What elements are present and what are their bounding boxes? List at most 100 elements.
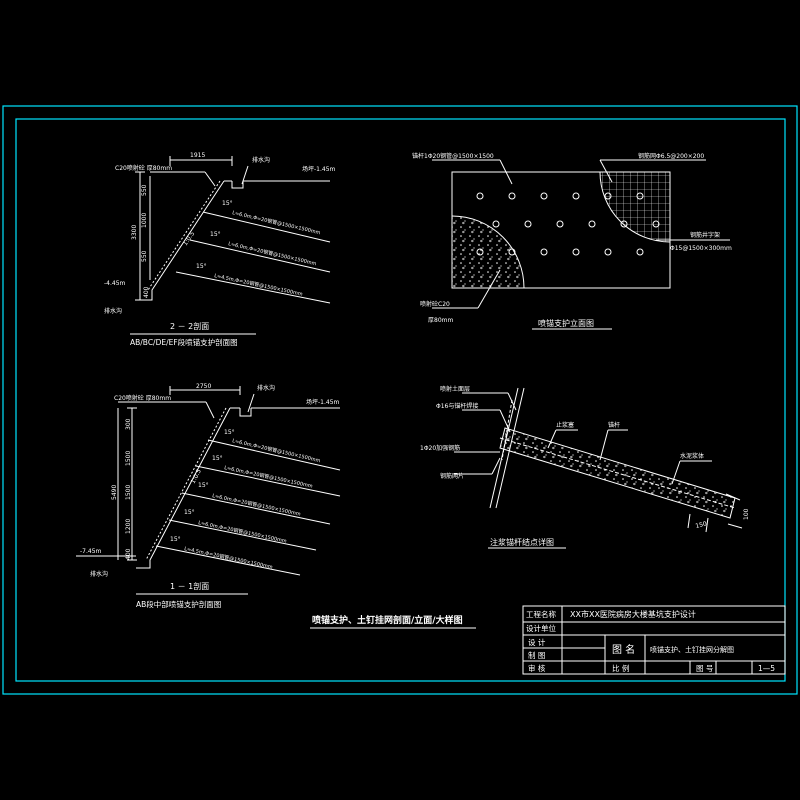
anchor-head — [604, 192, 612, 200]
s11-angle-2: 15° — [212, 455, 223, 462]
anchor-bar — [499, 437, 736, 509]
tb-number-label: 图 号 — [696, 664, 713, 673]
s22-subtitle: AB/BC/DE/EF段喷锚支护剖面图 — [130, 337, 238, 347]
title-block — [522, 605, 786, 675]
s22-toe-dim: 400 — [143, 286, 150, 298]
s11-nail-3: L=6.0m,Φ=20钢管@1500×1500mm — [212, 492, 302, 518]
drawing-title: 喷锚支护、土钉挂网剖面/立面/大样图 — [312, 614, 463, 626]
s22-toe-label: 排水沟 — [104, 307, 122, 315]
tb-drawing-name: 喷锚支护、土钉挂网分解图 — [650, 645, 734, 654]
tb-row-design: 设 计 — [528, 637, 546, 647]
tb-project-label: 工程名称 — [526, 609, 556, 619]
elev-bottom-note-1: 喷射砼C20 — [420, 300, 450, 308]
s11-width-dim: 2750 — [196, 383, 211, 390]
elev-top-right-note: 钢筋网Φ6.5@200×200 — [638, 152, 704, 160]
anchor-head — [540, 192, 548, 200]
shotcrete-zone — [452, 215, 525, 288]
outer-frame — [2, 105, 798, 695]
detail-label-4: 钢筋网片 — [440, 472, 464, 480]
s11-title: 1 － 1剖面 — [170, 581, 209, 591]
s22-total-height: 3300 — [131, 225, 138, 240]
s22-nail-3: L=4.5m,Φ=20钢管@1500×1500mm — [214, 272, 304, 298]
s22-height-1: 550 — [141, 184, 148, 196]
s22-slope: 1:0.5 — [182, 230, 197, 247]
tb-row-draw: 制 图 — [528, 650, 545, 660]
s11-drain-label: 排水沟 — [257, 384, 275, 392]
s11-height-4: 1200 — [125, 519, 132, 534]
s22-bottom-elev: -4.45m — [104, 280, 126, 287]
elev-bottom-note-2: 厚80mm — [428, 317, 453, 324]
s11-angle-3: 15° — [198, 482, 209, 489]
s22-angle-3: 15° — [196, 263, 207, 270]
s11-grade-label: 场坪-1.45m — [306, 398, 340, 406]
s11-angle-1: 15° — [224, 429, 235, 436]
nail-line — [207, 439, 341, 471]
nail-line — [181, 492, 331, 525]
detail-label-3: 1Φ20加强钢筋 — [420, 444, 460, 452]
s11-height-3: 1500 — [125, 485, 132, 500]
drawing-title-group: 喷锚支护、土钉挂网剖面/立面/大样图 — [310, 614, 476, 629]
tb-drawing-name-label: 图 名 — [612, 643, 635, 656]
s22-height-2: 1000 — [141, 213, 148, 228]
slope-face — [144, 180, 225, 301]
nail-line — [155, 545, 301, 576]
tb-row-review: 审 核 — [528, 663, 546, 673]
anchor-head — [476, 248, 484, 256]
s11-angle-5: 15° — [170, 536, 181, 543]
detail-dim-1: 100 — [743, 508, 750, 520]
s11-height-1: 300 — [125, 418, 132, 430]
nail-line — [168, 519, 317, 551]
anchor-head — [572, 248, 580, 256]
nail-line — [189, 239, 331, 273]
mesh-zone — [599, 172, 670, 243]
s22-drain-label: 排水沟 — [252, 156, 270, 164]
s11-nail-2: L=6.0m,Φ=20钢管@1500×1500mm — [224, 464, 314, 490]
s22-title: 2 － 2剖面 — [170, 321, 209, 331]
anchor-head — [604, 248, 612, 256]
anchor-head — [524, 220, 532, 228]
anchor-head — [572, 192, 580, 200]
section-1-1 — [76, 386, 341, 595]
s11-toe-label: 排水沟 — [90, 570, 108, 578]
s22-height-3: 550 — [141, 250, 148, 262]
tb-project-name: XX市XX医院病房大楼基坑支护设计 — [570, 609, 696, 619]
s11-nail-5: L=4.5m,Φ=20钢管@1500×1500mm — [184, 545, 274, 571]
anchor-head — [508, 248, 516, 256]
s11-angle-4: 15° — [184, 509, 195, 516]
anchor-head — [652, 220, 660, 228]
detail-label-1: 喷射土面层 — [440, 385, 470, 393]
elev-top-left-note: 锚杆1Φ20钢管@1500×1500 — [412, 152, 494, 160]
detail-title: 注浆锚杆结点详图 — [490, 537, 554, 547]
s11-height-5: 400 — [125, 548, 132, 560]
detail-label-7: 水泥浆体 — [680, 452, 704, 460]
section-2-2 — [130, 156, 331, 335]
s22-width-dim: 1915 — [190, 152, 205, 159]
detail-label-6: 锚杆 — [608, 421, 620, 429]
s22-angle-1: 15° — [222, 200, 233, 207]
s22-nail-1: L=6.0m,Φ=20钢管@1500×1500mm — [232, 209, 322, 236]
s22-angle-2: 15° — [210, 231, 221, 238]
elevation-view — [432, 159, 730, 330]
elev-right-note-1: 钢筋井字架 — [690, 231, 720, 239]
elev-right-note-2: Φ15@1500×300mm — [670, 245, 732, 252]
s11-bottom-elev: -7.45m — [80, 548, 102, 555]
anchor-head — [556, 220, 564, 228]
drain-ditch — [239, 408, 252, 417]
detail-dim-2: 150 — [695, 520, 708, 530]
anchor-head — [492, 220, 500, 228]
anchor-head — [476, 192, 484, 200]
anchor-detail — [454, 387, 743, 549]
elev-title: 喷锚支护立面图 — [538, 318, 594, 328]
anchor-head — [636, 248, 644, 256]
anchor-head — [620, 220, 628, 228]
nail-line — [195, 465, 341, 497]
s11-subtitle: AB段中部喷锚支护剖面图 — [136, 599, 221, 609]
anchor-head — [636, 192, 644, 200]
s11-height-2: 1500 — [125, 451, 132, 466]
nail-line — [202, 211, 331, 243]
drain-ditch — [231, 181, 244, 189]
s22-top-note: C20喷射砼 厚80mm — [115, 164, 172, 172]
tb-number-value: 1—5 — [758, 664, 775, 673]
tb-design-unit: 设计单位 — [526, 623, 556, 633]
